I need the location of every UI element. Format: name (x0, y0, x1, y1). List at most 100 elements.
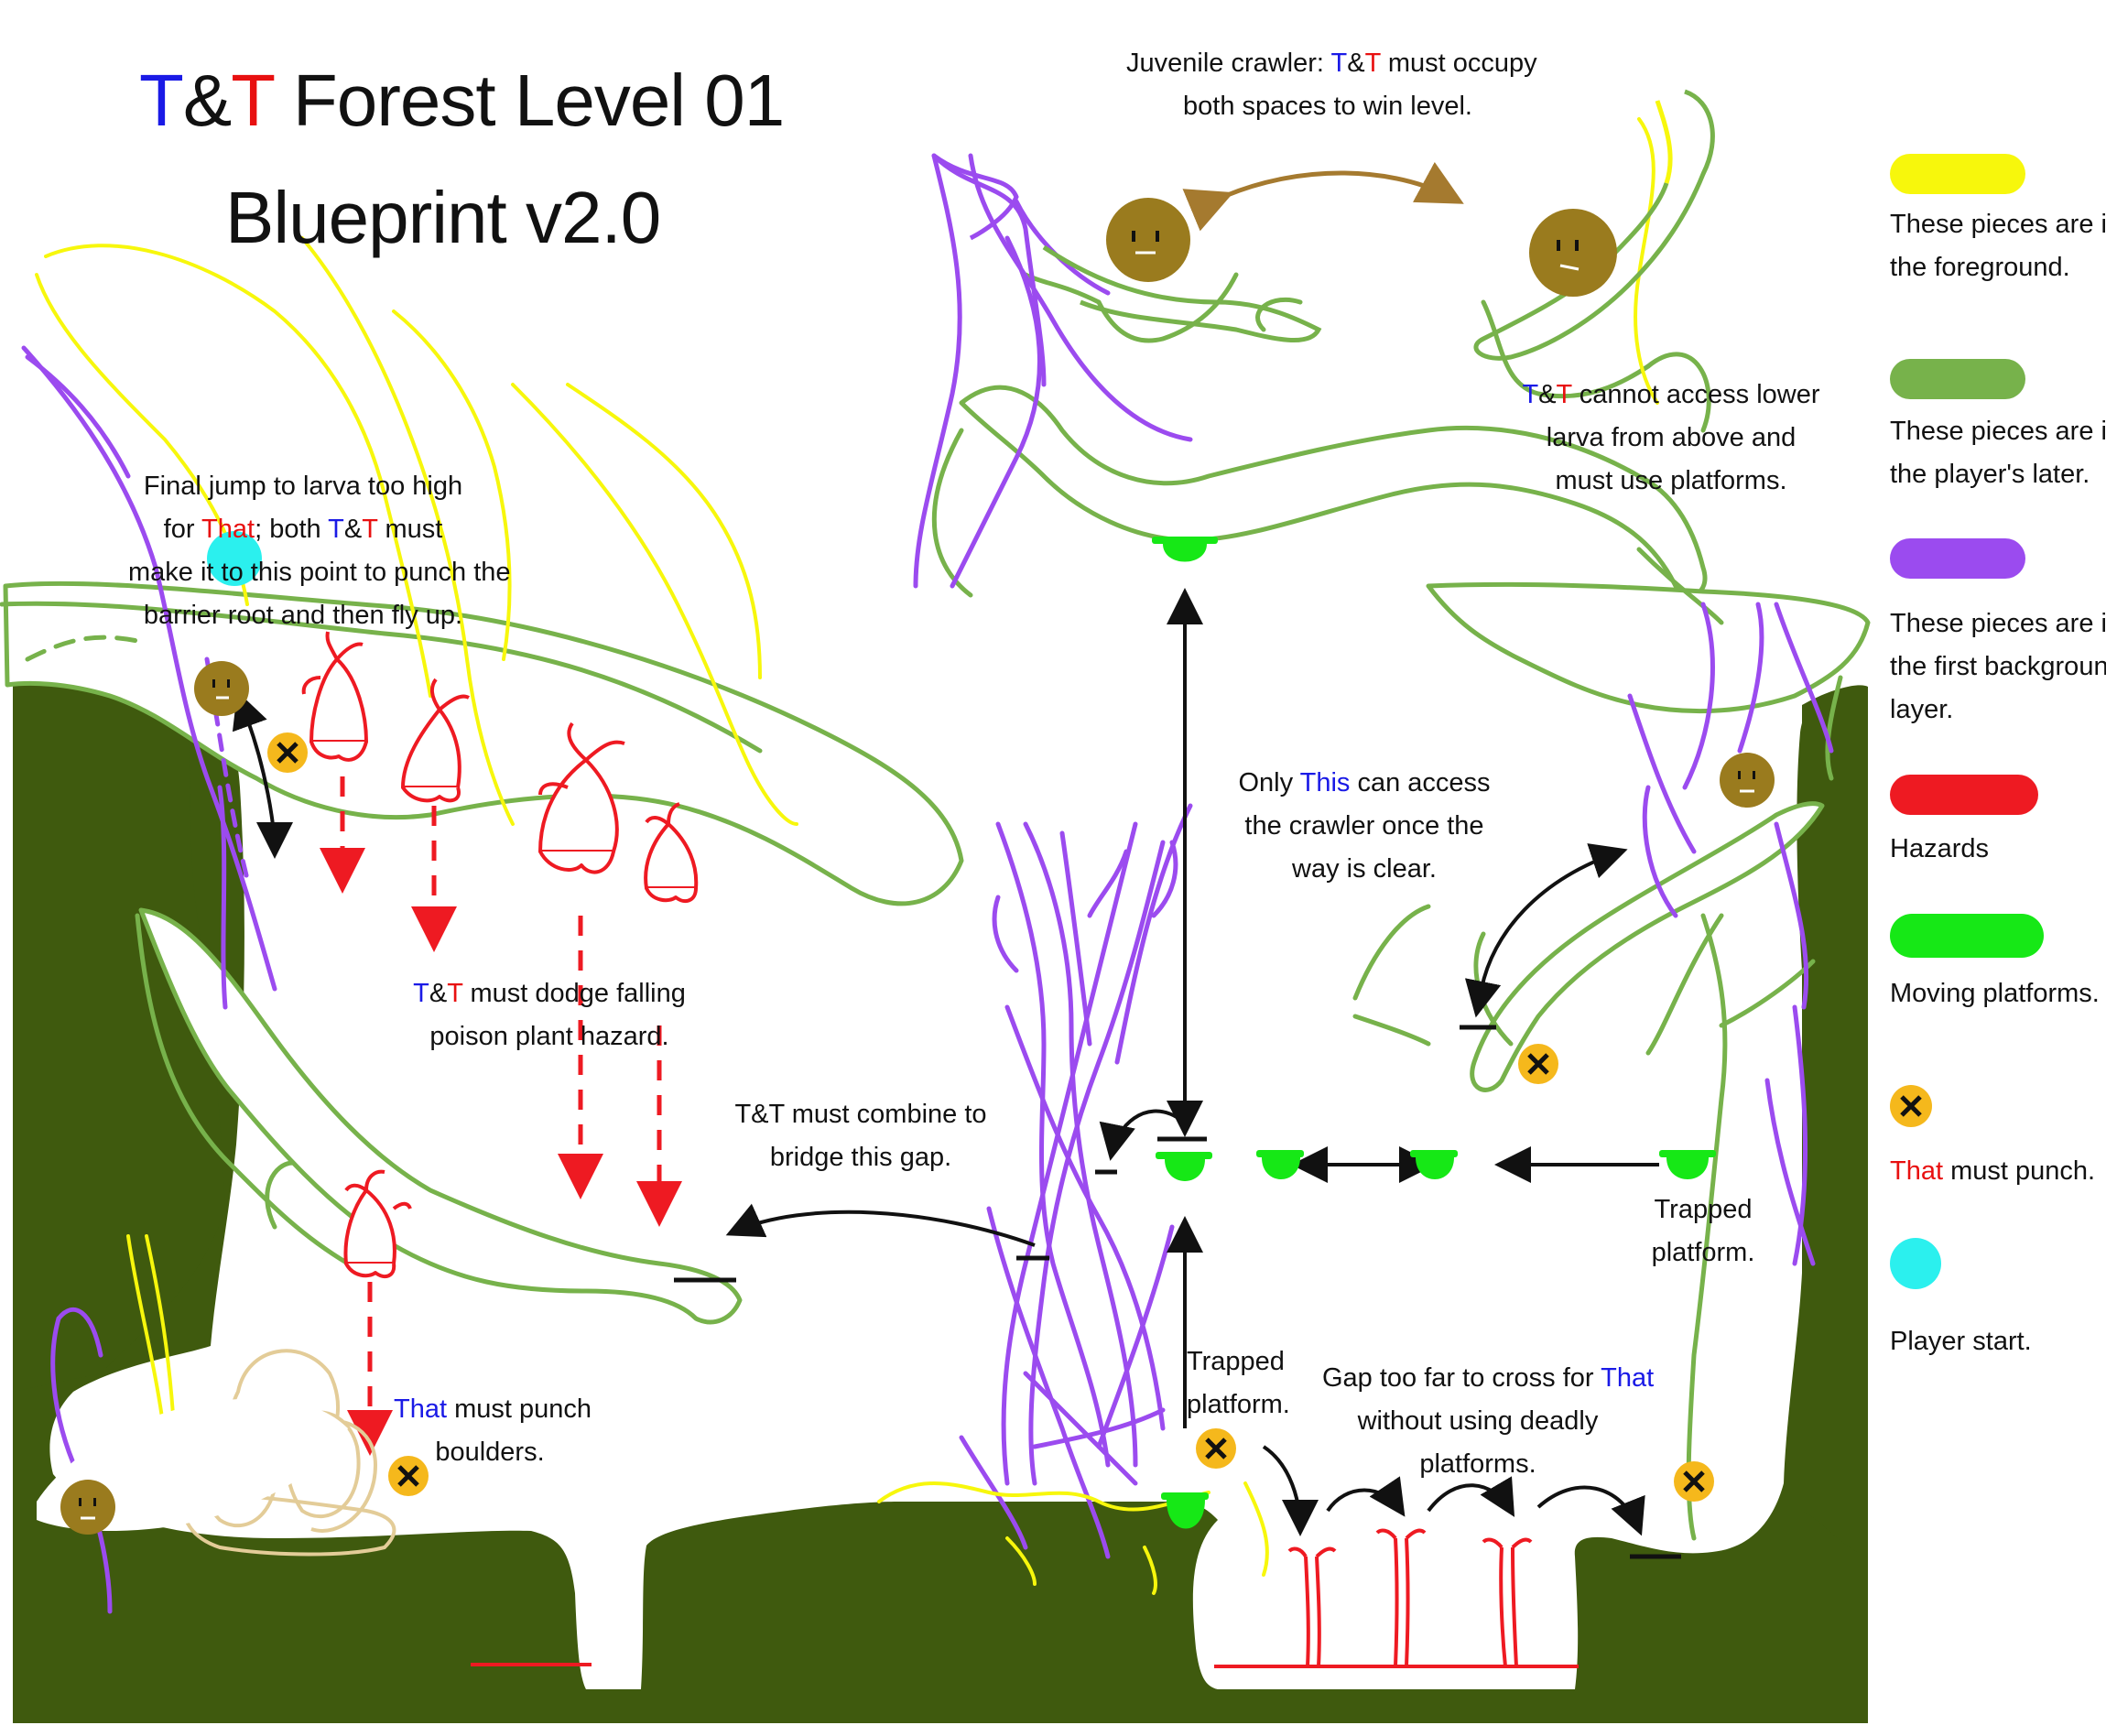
deadly-platform (1375, 1528, 1427, 1667)
note-that: That (1601, 1363, 1655, 1393)
legend-text: the first background (1890, 652, 2106, 681)
note-text: must punch (447, 1394, 592, 1424)
legend-text: These pieces are in (1890, 210, 2106, 239)
legend-label-foreground: These pieces are in the foreground. (1890, 203, 2106, 289)
punch-marker-icon (267, 732, 308, 773)
legend-swatch-hazards (1890, 775, 2038, 815)
player-layer-vines (0, 272, 1843, 1541)
legend-swatch-foreground (1890, 154, 2025, 194)
punch-markers (267, 732, 1714, 1502)
page-title: T&T Forest Level 01 (139, 64, 785, 137)
right-mid-branch (1470, 801, 1825, 1092)
note-text: both spaces to win level. (1183, 92, 1472, 121)
right-cliff (1802, 685, 1868, 1557)
poison-plants (301, 631, 1533, 1667)
path-arrows (232, 588, 1681, 1559)
legend-text: Player start. (1890, 1327, 2032, 1356)
note-t1: T (1522, 380, 1539, 409)
legend-label-hazards: Hazards (1890, 828, 1989, 871)
note-t2: T (362, 515, 378, 544)
background-layer-roots (21, 153, 1834, 1614)
terrain (13, 675, 1868, 1723)
note-text: larva from above and (1546, 423, 1797, 452)
poison-flower (538, 722, 625, 874)
moving-platform (1659, 1150, 1716, 1179)
moving-platform (1410, 1150, 1458, 1179)
legend-label-background: These pieces are in the first background… (1890, 602, 2106, 732)
note-text: cannot access lower (1571, 380, 1820, 409)
note-t2: T (1364, 49, 1381, 78)
poison-flower (301, 631, 368, 762)
crawler-face-icon (1720, 753, 1775, 808)
poison-flower (644, 802, 699, 904)
note-text: T&T must combine to (734, 1100, 987, 1129)
moving-platform-top (1152, 537, 1218, 562)
note-text: barrier root and then fly up. (143, 601, 463, 630)
legend-text: Hazards (1890, 834, 1989, 863)
left-rock-ledge (37, 1398, 348, 1531)
note-amp: & (429, 979, 448, 1008)
note-text: Final jump to larva too high (143, 472, 463, 501)
note-text: Juvenile crawler: (1126, 49, 1331, 78)
legend-player-start-icon (1890, 1238, 1941, 1289)
note-text: make it to this point to punch the (128, 558, 511, 587)
crawler-branch-left (1042, 244, 1322, 342)
note-text: for (163, 515, 202, 544)
note-text: the crawler once the (1244, 811, 1484, 841)
note-cannot-access: T&T cannot access lower larva from above… (1502, 374, 1840, 503)
legend-text: the foreground. (1890, 253, 2070, 282)
note-text: must dodge falling (462, 979, 686, 1008)
crawler-trunk-purple (932, 153, 1019, 241)
legend-label-punch: That must punch. (1890, 1150, 2095, 1193)
central-root-column (959, 803, 1193, 1559)
legend-text: Moving platforms. (1890, 979, 2100, 1008)
note-text: Only (1238, 768, 1300, 797)
legend-text: These pieces are in (1890, 417, 2106, 446)
crawlers (60, 198, 1775, 1535)
note-text: Trapped (1654, 1195, 1753, 1224)
moving-platforms (1152, 537, 1716, 1529)
note-amp: & (343, 515, 363, 544)
note-text: Trapped (1187, 1347, 1285, 1376)
note-punch-boulders: That must punch boulders. (394, 1388, 592, 1474)
note-juvenile-crawler: Juvenile crawler: T&T must occupy both s… (1126, 42, 1537, 128)
note-text: must occupy (1380, 49, 1537, 78)
note-text: without using deadly (1357, 1406, 1599, 1436)
punch-marker-icon (1518, 1044, 1558, 1084)
punch-marker-icon (388, 1456, 429, 1496)
ground-mass (13, 675, 1868, 1723)
legend-that: That (1890, 1156, 1944, 1186)
note-gap-too-far: Gap too far to cross for That without us… (1322, 1357, 1654, 1486)
title-amp: & (182, 60, 232, 141)
poison-flower (343, 1169, 412, 1279)
deadly-platform (1287, 1546, 1337, 1667)
note-amp: & (1347, 49, 1365, 78)
note-that: That (201, 515, 255, 544)
legend-swatch-background (1890, 538, 2025, 579)
crawler-face-icon (1106, 198, 1190, 282)
legend-swatch-moving-platforms (1890, 914, 2044, 958)
note-t1: T (413, 979, 429, 1008)
punch-marker-icon (1674, 1461, 1714, 1502)
legend-label-player-start: Player start. (1890, 1320, 2032, 1363)
right-top-branch (1426, 581, 1871, 714)
legend-text: must punch. (1943, 1156, 2096, 1186)
boulder (180, 1490, 396, 1557)
note-combine-gap: T&T must combine to bridge this gap. (733, 1093, 989, 1179)
crawler-face-icon (1529, 209, 1617, 297)
legend-text: layer. (1890, 695, 1954, 724)
poison-flower (401, 678, 470, 803)
note-text: way is clear. (1292, 854, 1437, 884)
title-rest: Forest Level 01 (273, 60, 785, 141)
note-t1: T (328, 515, 344, 544)
legend-swatches (1890, 154, 2044, 1289)
page-subtitle: Blueprint v2.0 (225, 181, 661, 255)
note-text: platform. (1651, 1238, 1755, 1267)
note-amp: & (1538, 380, 1557, 409)
player-start-icon (207, 531, 262, 586)
falling-hazard-arrows (320, 776, 682, 1456)
note-trapped-platform-right: Trapped platform. (1648, 1188, 1758, 1275)
subtitle-text: Blueprint v2.0 (225, 177, 661, 258)
note-t2: T (447, 979, 463, 1008)
